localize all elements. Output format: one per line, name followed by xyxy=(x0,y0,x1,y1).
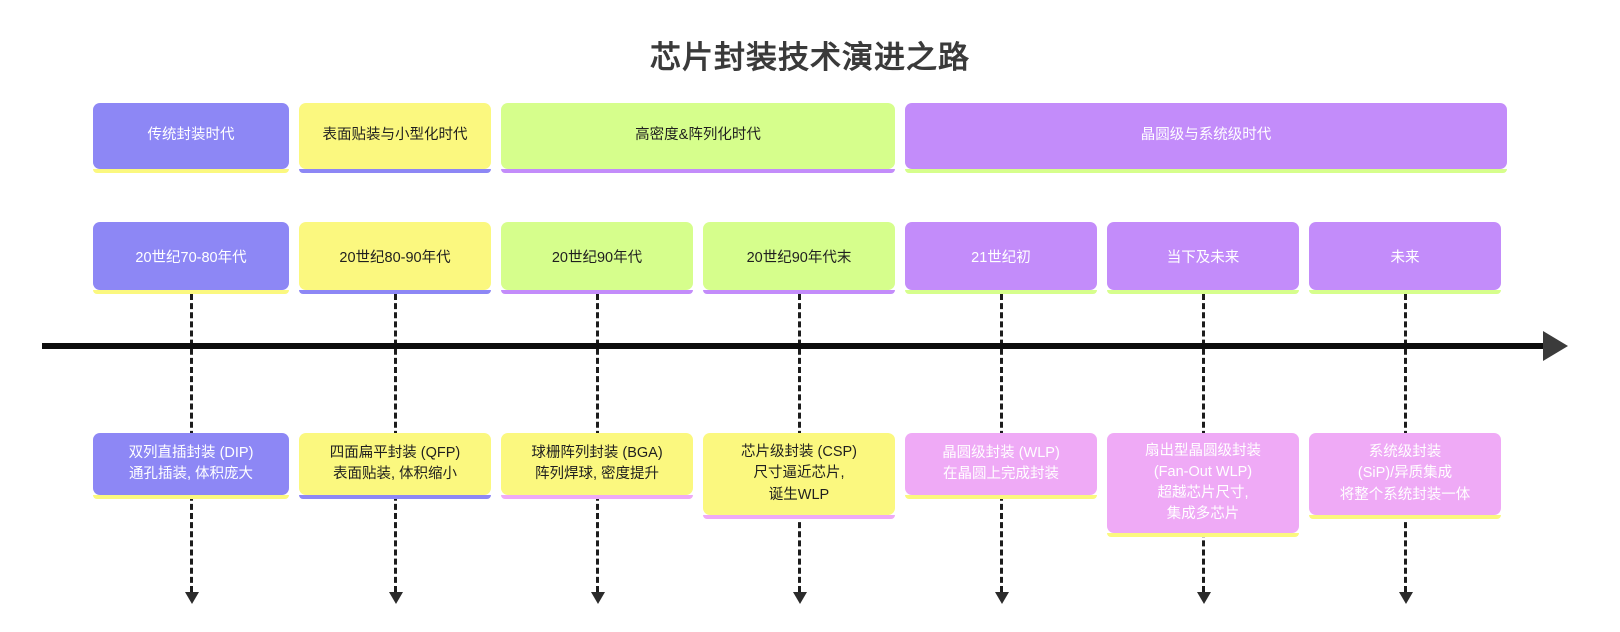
timeline-axis-arrow-icon xyxy=(1543,331,1568,361)
connector-arrow-down-icon xyxy=(184,592,199,604)
detail-card[interactable]: 双列直插封装 (DIP) 通孔插装, 体积庞大 xyxy=(93,433,289,495)
era-band[interactable]: 高密度&阵列化时代 xyxy=(501,103,895,169)
detail-card-shadow xyxy=(905,495,1097,499)
detail-card-shadow xyxy=(299,495,491,499)
detail-card[interactable]: 球栅阵列封装 (BGA) 阵列焊球, 密度提升 xyxy=(501,433,693,495)
detail-card[interactable]: 四面扁平封装 (QFP) 表面贴装, 体积缩小 xyxy=(299,433,491,495)
date-box[interactable]: 21世纪初 xyxy=(905,222,1097,290)
era-band-shadow xyxy=(501,169,895,173)
date-box-shadow xyxy=(501,290,693,294)
date-box-shadow xyxy=(299,290,491,294)
timeline-axis-line xyxy=(42,343,1547,349)
connector-arrow-down-icon xyxy=(388,592,403,604)
date-box[interactable]: 20世纪70-80年代 xyxy=(93,222,289,290)
era-band[interactable]: 晶圆级与系统级时代 xyxy=(905,103,1507,169)
connector-arrow-down-icon xyxy=(590,592,605,604)
era-band-shadow xyxy=(905,169,1507,173)
detail-card[interactable]: 系统级封装 (SiP)/异质集成 将整个系统封装一体 xyxy=(1309,433,1501,515)
connector-arrow-down-icon xyxy=(994,592,1009,604)
date-box-shadow xyxy=(703,290,895,294)
connector-arrow-down-icon xyxy=(1398,592,1413,604)
date-box-shadow xyxy=(905,290,1097,294)
era-band[interactable]: 传统封装时代 xyxy=(93,103,289,169)
detail-card[interactable]: 扇出型晶圆级封装 (Fan-Out WLP) 超越芯片尺寸, 集成多芯片 xyxy=(1107,433,1299,533)
connector-arrow-down-icon xyxy=(792,592,807,604)
connector-arrow-down-icon xyxy=(1196,592,1211,604)
detail-card-shadow xyxy=(1309,515,1501,519)
era-band-shadow xyxy=(93,169,289,173)
date-box-shadow xyxy=(1107,290,1299,294)
page-title: 芯片封装技术演进之路 xyxy=(650,40,970,75)
date-box-shadow xyxy=(93,290,289,294)
detail-card-shadow xyxy=(703,515,895,519)
date-box-shadow xyxy=(1309,290,1501,294)
era-band-shadow xyxy=(299,169,491,173)
detail-card[interactable]: 芯片级封装 (CSP) 尺寸逼近芯片, 诞生WLP xyxy=(703,433,895,515)
detail-card-shadow xyxy=(501,495,693,499)
date-box[interactable]: 当下及未来 xyxy=(1107,222,1299,290)
detail-card[interactable]: 晶圆级封装 (WLP) 在晶圆上完成封装 xyxy=(905,433,1097,495)
date-box[interactable]: 20世纪80-90年代 xyxy=(299,222,491,290)
date-box[interactable]: 20世纪90年代末 xyxy=(703,222,895,290)
date-box[interactable]: 未来 xyxy=(1309,222,1501,290)
date-box[interactable]: 20世纪90年代 xyxy=(501,222,693,290)
detail-card-shadow xyxy=(1107,533,1299,537)
era-band[interactable]: 表面贴装与小型化时代 xyxy=(299,103,491,169)
detail-card-shadow xyxy=(93,495,289,499)
